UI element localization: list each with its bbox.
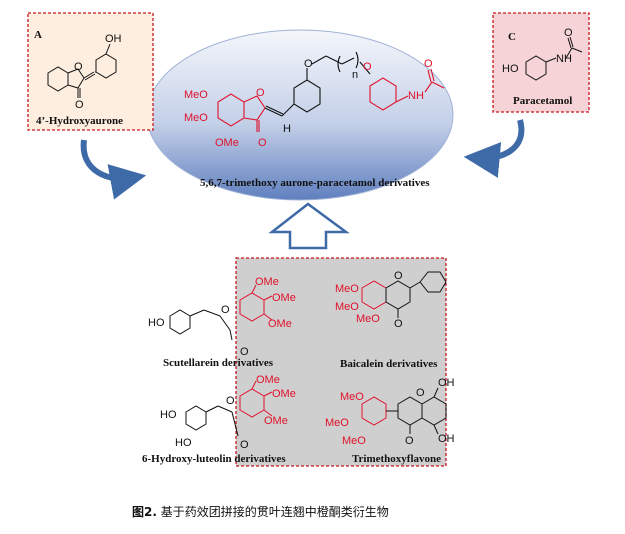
trimethoxyflavone-oh-2: OH	[438, 433, 455, 445]
trimethoxyflavone-structure: MeO MeO MeO O O OH OH Trimethoxyflavone	[325, 377, 455, 465]
panel-c-name: Paracetamol	[513, 95, 572, 107]
trimethoxyflavone-oxo: O	[405, 435, 414, 447]
center-amide-o: O	[424, 58, 433, 70]
luteolin-ho-2: HO	[175, 437, 192, 449]
scutellarein-ome-2: OMe	[272, 292, 296, 304]
up-arrow	[268, 202, 350, 250]
panel-c-box	[492, 12, 590, 113]
arrow-c-to-center	[463, 119, 525, 178]
scutellarein-o: O	[221, 304, 230, 316]
panel-c-o: O	[564, 27, 573, 39]
center-keto-o: O	[258, 137, 267, 149]
scutellarein-oxo: O	[240, 346, 249, 358]
baicalein-ome-1: MeO	[335, 283, 359, 295]
center-label: 5,6,7-trimethoxy aurone-paracetamol deri…	[200, 177, 430, 189]
center-ring-o: O	[256, 87, 265, 99]
scutellarein-ho: HO	[148, 317, 165, 329]
baicalein-ome-3: MeO	[356, 313, 380, 325]
center-ome-1: MeO	[184, 89, 208, 101]
scutellarein-structure: HO O O OMe OMe OMe Scutellarein derivati…	[148, 276, 296, 369]
panel-c-ho: HO	[502, 63, 519, 75]
center-structure: MeO MeO OMe O O H O n O NH O 5,6,7-trime…	[184, 51, 445, 189]
luteolin-ome-1: OMe	[256, 374, 280, 386]
paracetamol-structure	[525, 36, 583, 81]
trimethoxyflavone-ome-1: MeO	[340, 391, 364, 403]
baicalein-structure: MeO MeO MeO O O Baicalein derivatives	[335, 270, 447, 370]
center-h: H	[283, 123, 291, 135]
center-n: n	[352, 69, 358, 81]
baicalein-ome-2: MeO	[335, 301, 359, 313]
panel-a: A OH O O 4’-Hydroxyaurone	[27, 12, 154, 131]
panel-a-oh: OH	[105, 33, 122, 45]
figure-caption: 图2. 基于药效团拼接的贯叶连翘中橙酮类衍生物	[132, 504, 389, 519]
panel-a-name: 4’-Hydroxyaurone	[36, 115, 123, 127]
arrow-a-to-center	[80, 139, 147, 200]
caption-text: 基于药效团拼接的贯叶连翘中橙酮类衍生物	[157, 504, 389, 519]
panel-a-keto-o: O	[75, 99, 84, 111]
scutellarein-name: Scutellarein derivatives	[163, 357, 274, 369]
panel-a-box	[27, 12, 154, 131]
center-nh: NH	[408, 90, 424, 102]
panel-c-nh: NH	[556, 53, 572, 65]
trimethoxyflavone-oh-1: OH	[438, 377, 455, 389]
pharmacophore-box	[235, 257, 447, 467]
luteolin-ome-3: OMe	[264, 415, 288, 427]
luteolin-o: O	[226, 395, 235, 407]
panel-c: C HO NH O Paracetamol	[492, 12, 590, 113]
luteolin-name: 6-Hydroxy-luteolin derivatives	[142, 453, 286, 465]
caption-prefix: 图2.	[132, 505, 157, 519]
center-ome-2: MeO	[184, 112, 208, 124]
luteolin-oxo: O	[240, 439, 249, 451]
scutellarein-ome-3: OMe	[268, 318, 292, 330]
center-link-o2: O	[363, 61, 372, 73]
panel-a-letter: A	[34, 29, 42, 41]
baicalein-oxo: O	[394, 318, 403, 330]
panel-a-ring-o: O	[74, 61, 83, 73]
baicalein-o: O	[394, 270, 403, 282]
luteolin-ome-2: OMe	[272, 388, 296, 400]
center-link-o1: O	[304, 58, 313, 70]
luteolin-ho-1: HO	[160, 409, 177, 421]
center-ome-3: OMe	[215, 137, 239, 149]
luteolin-structure: HO HO O O OMe OMe OMe 6-Hydroxy-luteolin…	[142, 374, 296, 465]
trimethoxyflavone-ome-3: MeO	[342, 435, 366, 447]
baicalein-name: Baicalein derivatives	[340, 358, 438, 370]
scutellarein-ome-1: OMe	[255, 276, 279, 288]
trimethoxyflavone-name: Trimethoxyflavone	[352, 453, 441, 465]
trimethoxyflavone-o: O	[416, 387, 425, 399]
trimethoxyflavone-ome-2: MeO	[325, 417, 349, 429]
panel-c-letter: C	[508, 31, 516, 43]
hydroxyaurone-structure	[47, 43, 117, 98]
